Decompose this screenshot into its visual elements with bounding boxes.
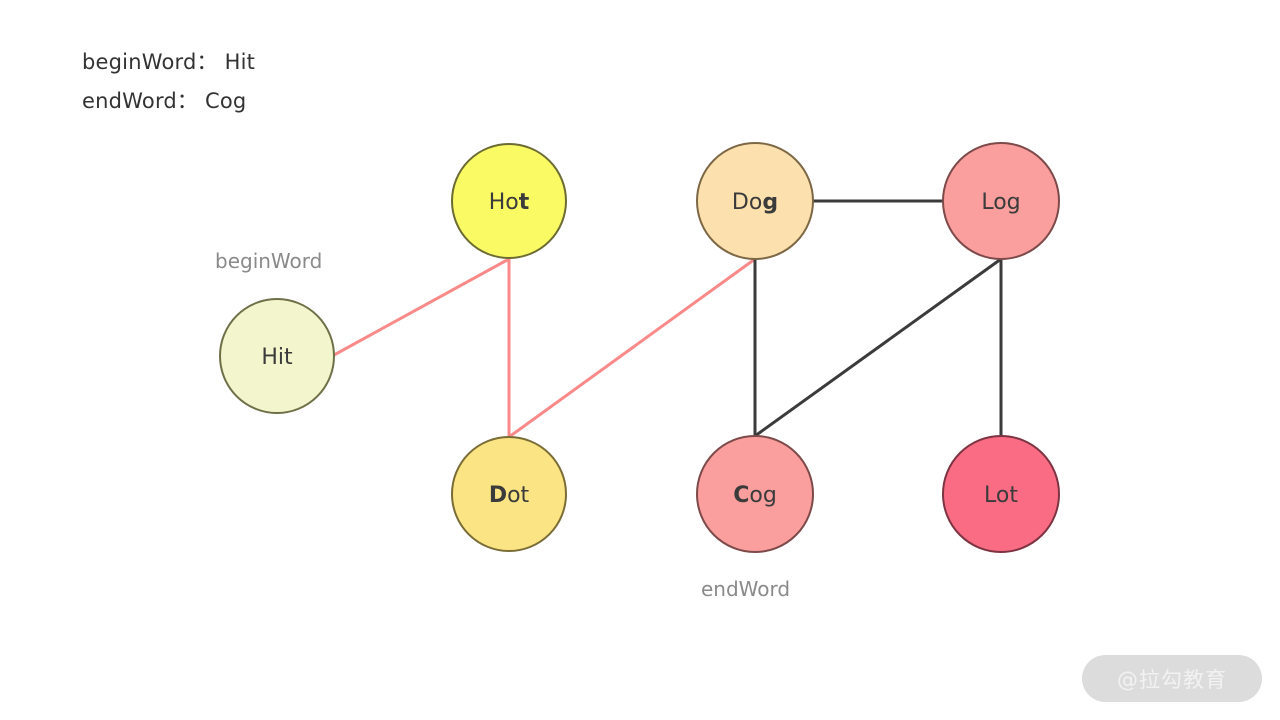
end-word-annotation: endWord — [701, 577, 791, 601]
graph-node-lot[interactable]: Lot — [942, 435, 1060, 553]
node-label-dog: Dog — [732, 190, 778, 215]
graph-node-hit[interactable]: Hit — [219, 298, 335, 414]
node-circle-hit — [219, 298, 335, 414]
node-circle-cog — [696, 435, 814, 553]
graph-edge-dot-dog — [508, 257, 756, 439]
node-circle-hot — [451, 143, 567, 259]
graph-edge-hit-hot — [333, 257, 510, 357]
graph-node-dot[interactable]: Dot — [451, 436, 567, 552]
watermark-badge: @拉勾教育 — [1082, 655, 1262, 702]
node-label-lot: Lot — [984, 483, 1018, 508]
watermark-label: @拉勾教育 — [1117, 667, 1227, 692]
graph-node-hot[interactable]: Hot — [451, 143, 567, 259]
begin-word-annotation: beginWord — [215, 249, 323, 273]
graph-edge-log-cog — [754, 257, 1002, 438]
begin-word-caption: beginWord： Hit — [82, 50, 256, 74]
node-label-dot: Dot — [489, 483, 530, 508]
graph-node-cog[interactable]: Cog — [696, 435, 814, 553]
node-label-hit: Hit — [261, 345, 293, 370]
end-word-caption: endWord： Cog — [82, 89, 247, 113]
graph-node-dog[interactable]: Dog — [696, 142, 814, 260]
node-circle-dot — [451, 436, 567, 552]
node-label-hot: Hot — [489, 190, 530, 215]
node-circle-log — [942, 142, 1060, 260]
node-label-cog: Cog — [733, 483, 777, 508]
node-circle-dog — [696, 142, 814, 260]
graph-edges-layer — [333, 199, 1003, 439]
node-label-log: Log — [981, 190, 1020, 215]
node-circle-lot — [942, 435, 1060, 553]
graph-node-log[interactable]: Log — [942, 142, 1060, 260]
